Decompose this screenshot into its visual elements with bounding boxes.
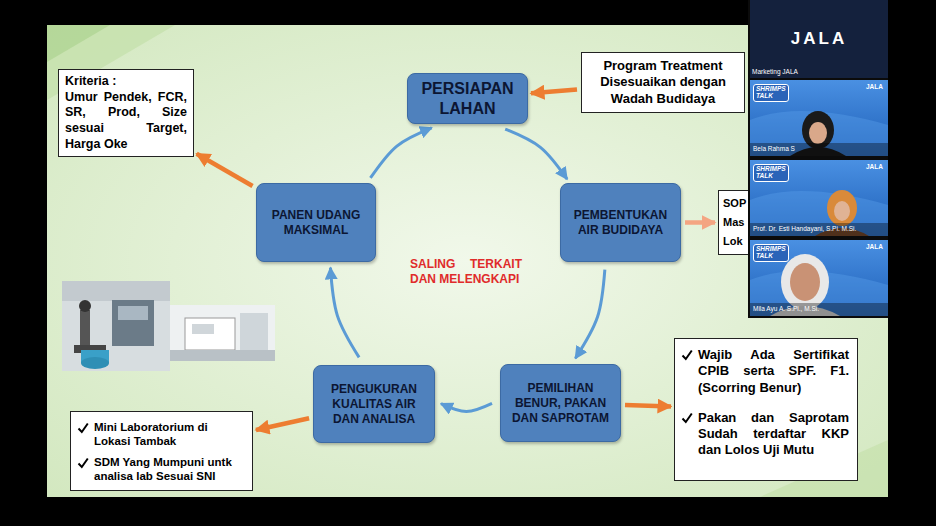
lab-photo xyxy=(62,281,170,371)
slide-decoration xyxy=(47,25,110,62)
center-note: SALING TERKAIT DAN MELENGKAPI xyxy=(410,257,522,287)
note-box: Program Treatment Disesuaikan dengan Wad… xyxy=(581,52,745,113)
item-text: Mini Laboratorium di Lokasi Tambak xyxy=(94,420,244,449)
check-mark xyxy=(681,412,693,424)
box-text: PENGUKURAN KUALITAS AIR DAN ANALISA xyxy=(320,382,428,427)
item-text: Wajib Ada Sertifikat CPIB serta SPF. F1.… xyxy=(698,347,849,396)
check-item: Mini Laboratorium di Lokasi Tambak xyxy=(77,420,244,449)
box-text: Program Treatment Disesuaikan dengan Wad… xyxy=(589,58,737,107)
check-mark xyxy=(77,457,89,469)
flow-arrow xyxy=(575,270,604,359)
flow-arrow xyxy=(685,220,715,225)
process-box: PANEN UDANG MAKSIMAL xyxy=(256,183,376,262)
process-box: PEMBENTUKAN AIR BUDIDAYA xyxy=(560,183,681,262)
event-badge: SHRIMPS TALK xyxy=(753,84,789,102)
check-item: Pakan dan Saprotam Sudah terdaftar KKP d… xyxy=(681,410,849,459)
checklist-box: Mini Laboratorium di Lokasi TambakSDM Ya… xyxy=(70,411,253,491)
flow-arrow xyxy=(197,154,253,186)
flow-arrow xyxy=(330,268,359,358)
logo-text: JALA xyxy=(866,243,883,251)
check-item: Wajib Ada Sertifikat CPIB serta SPF. F1.… xyxy=(681,347,849,396)
logo-text: JALA xyxy=(750,28,888,49)
checklist-box: Wajib Ada Sertifikat CPIB serta SPF. F1.… xyxy=(674,338,858,481)
check-mark xyxy=(683,413,692,422)
box-text: PERSIAPAN LAHAN xyxy=(414,79,521,119)
check-mark xyxy=(79,424,88,433)
box-text: PANEN UDANG MAKSIMAL xyxy=(263,208,369,238)
slide-ground xyxy=(47,25,888,497)
flow-arrow xyxy=(370,128,431,178)
event-badge: SHRIMPS TALK xyxy=(753,164,789,182)
item-text: Pakan dan Saprotam Sudah terdaftar KKP d… xyxy=(698,410,849,459)
criteria-box: Kriteria :Umur Pendek, FCR, SR, Prod, Si… xyxy=(58,69,194,157)
participant-name: Mila Ayu A. S.Pi., M.Si. xyxy=(753,305,819,313)
participant-name: Marketing JALA xyxy=(752,68,798,76)
logo-text: JALA xyxy=(866,83,883,91)
check-mark xyxy=(77,422,89,434)
logo-text: JALA xyxy=(866,163,883,171)
box-text: PEMBENTUKAN AIR BUDIDAYA xyxy=(567,208,674,238)
flow-arrow xyxy=(505,129,567,179)
flow-arrow xyxy=(531,90,577,94)
flow-arrow xyxy=(441,403,492,411)
process-box: PEMILIHAN BENUR, PAKAN DAN SAPROTAM xyxy=(500,364,621,442)
box-text: SOP Mas Lok xyxy=(723,194,747,250)
lab-photo xyxy=(170,305,275,361)
box-heading: Kriteria : xyxy=(65,74,187,90)
flow-arrow xyxy=(256,418,309,430)
process-box: PENGUKURAN KUALITAS AIR DAN ANALISA xyxy=(313,365,435,443)
process-box: PERSIAPAN LAHAN xyxy=(407,73,528,124)
check-mark xyxy=(79,458,88,467)
note-box: SOP Mas Lok xyxy=(718,190,748,255)
flow-arrow xyxy=(625,405,671,406)
box-text: Umur Pendek, FCR, SR, Prod, Size sesuai … xyxy=(65,90,187,153)
item-text: SDM Yang Mumpuni untk analisa lab Sesuai… xyxy=(94,455,244,484)
participant-name: Prof. Dr. Esti Handayani, S.Pi. M.Si. xyxy=(753,225,856,233)
check-mark xyxy=(681,349,693,361)
check-mark xyxy=(683,351,692,360)
participant-name: Bela Rahma S xyxy=(753,145,795,153)
video-panel xyxy=(748,0,888,318)
box-text: PEMILIHAN BENUR, PAKAN DAN SAPROTAM xyxy=(507,381,614,426)
event-badge: SHRIMPS TALK xyxy=(753,244,789,262)
check-item: SDM Yang Mumpuni untk analisa lab Sesuai… xyxy=(77,455,244,484)
